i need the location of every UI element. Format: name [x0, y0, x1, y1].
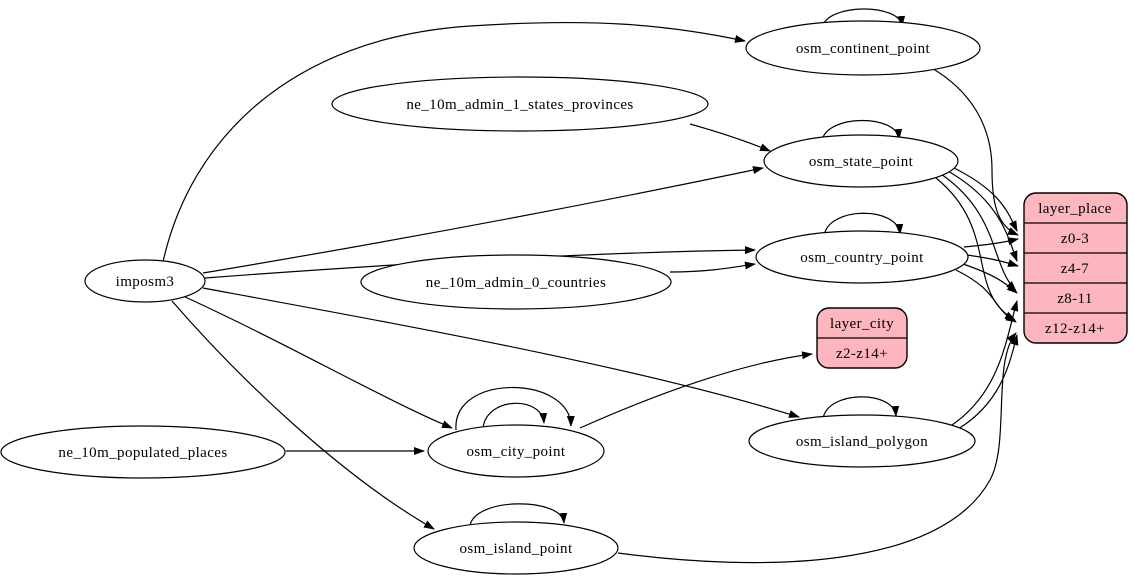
- node-osm_state_point-shape: [763, 134, 959, 188]
- layer_place-row-z4-7: z4-7: [1061, 261, 1089, 277]
- node-ne_10m_populated_places: ne_10m_populated_places: [0, 425, 286, 479]
- edge-ne_10m_admin_1_states_provinces-osm_state_point: [689, 123, 771, 152]
- node-layer_place: layer_place z0-3 z4-7 z8-11 z12-z14+: [1023, 192, 1128, 344]
- node-osm_city_point-shape: [427, 424, 605, 478]
- edge-osm_country_point-layer_place-z4-7: [966, 254, 1019, 267]
- edge-osm_state_point-layer_place-z4-7: [945, 169, 1018, 262]
- node-osm_continent_point-label: osm_continent_point: [796, 41, 931, 57]
- node-osm_country_point: osm_country_point: [755, 230, 969, 284]
- node-osm_island_polygon-label: osm_island_polygon: [796, 434, 928, 450]
- layer_place-row-z8-11: z8-11: [1057, 291, 1093, 307]
- selfloop-osm_continent_point: [821, 8, 906, 29]
- edge-imposm3-osm_city_point: [182, 295, 453, 429]
- edge-imposm3-osm_state_point: [202, 166, 764, 274]
- node-imposm3: imposm3: [84, 259, 206, 303]
- node-ne_10m_populated_places-shape: [0, 425, 286, 479]
- edge-osm_continent_point-layer_place-z0-3: [929, 66, 1019, 236]
- edge-imposm3-osm_island_polygon: [202, 287, 800, 418]
- selfloop-osm_island_point: [469, 503, 568, 527]
- edge-osm_city_point-layer_city-z2-z14: [579, 351, 813, 429]
- node-osm_island_polygon-shape: [748, 414, 976, 468]
- node-layer_city-title: layer_city: [830, 316, 894, 332]
- edge-osm_island_polygon-layer_place-z12-z14: [957, 334, 1019, 430]
- node-osm_island_polygon: osm_island_polygon: [748, 414, 976, 468]
- node-layer_place-shape: [1023, 192, 1128, 344]
- node-ne_10m_admin_0_countries-label: ne_10m_admin_0_countries: [426, 275, 606, 291]
- node-ne_10m_admin_1_states_provinces-shape: [331, 76, 709, 132]
- edge-osm_country_point-layer_place-z0-3: [963, 237, 1019, 248]
- node-osm_continent_point-shape: [745, 20, 981, 76]
- node-osm_island_point-shape: [413, 521, 619, 575]
- edge-osm_country_point-layer_place-z8-11: [962, 263, 1018, 294]
- selfloop-osm_city_point-inner: [482, 402, 548, 429]
- edge-osm_island_point-layer_place-z12-z14: [617, 332, 1017, 564]
- node-ne_10m_admin_0_countries: ne_10m_admin_0_countries: [360, 254, 672, 310]
- node-layer_place-title: layer_place: [1038, 201, 1112, 217]
- node-layer_city: layer_city z2-z14+: [816, 307, 908, 369]
- layer_place-row-z0-3: z0-3: [1061, 231, 1089, 247]
- node-osm_island_point-label: osm_island_point: [459, 541, 573, 557]
- node-osm_island_point: osm_island_point: [413, 521, 619, 575]
- edge-osm_state_point-layer_place-z8-11: [940, 173, 1017, 292]
- edge-osm_state_point-layer_place-z0-3: [949, 165, 1018, 232]
- node-osm_country_point-label: osm_country_point: [800, 250, 924, 266]
- selfloop-osm_island_polygon: [822, 396, 900, 420]
- node-osm_state_point-label: osm_state_point: [809, 154, 914, 170]
- layer_place-row-z12-z14: z12-z14+: [1045, 321, 1105, 337]
- node-ne_10m_admin_1_states_provinces: ne_10m_admin_1_states_provinces: [331, 76, 709, 132]
- node-osm_state_point: osm_state_point: [763, 134, 959, 188]
- selfloop-osm_country_point: [823, 212, 904, 237]
- layer_city-row-z2-z14: z2-z14+: [836, 346, 888, 362]
- selfloop-osm_city_point-outer: [455, 386, 575, 431]
- edge-imposm3-osm_island_point: [171, 300, 435, 530]
- node-imposm3-shape: [84, 259, 206, 303]
- node-osm_city_point-label: osm_city_point: [467, 444, 566, 460]
- edge-osm_island_polygon-layer_place-z8-11: [951, 300, 1019, 426]
- node-imposm3-label: imposm3: [116, 274, 175, 290]
- node-osm_city_point: osm_city_point: [427, 424, 605, 478]
- edge-osm_country_point-layer_place-z12-z14: [955, 269, 1017, 323]
- node-ne_10m_admin_0_countries-shape: [360, 254, 672, 310]
- node-osm_continent_point: osm_continent_point: [745, 20, 981, 76]
- selfloop-osm_state_point: [821, 119, 903, 142]
- edge-ne_10m_admin_0_countries-osm_country_point: [669, 261, 756, 273]
- node-ne_10m_admin_1_states_provinces-label: ne_10m_admin_1_states_provinces: [406, 97, 633, 113]
- node-ne_10m_populated_places-label: ne_10m_populated_places: [58, 445, 227, 461]
- edge-layer: [162, 8, 1019, 564]
- node-osm_country_point-shape: [755, 230, 969, 284]
- edge-imposm3-osm_continent_point: [162, 21, 746, 263]
